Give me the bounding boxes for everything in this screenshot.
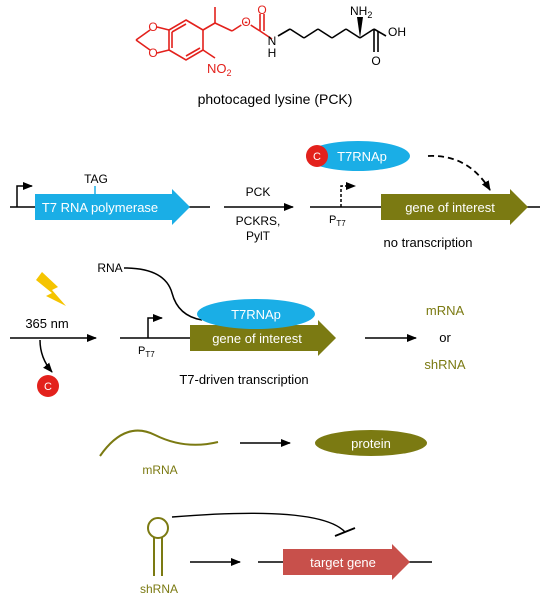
inhibition-line <box>171 512 346 533</box>
carbamate-hydrogen: H <box>268 46 277 60</box>
active-polymerase <box>197 299 315 329</box>
row2-transcription: RNA PT7 gene of interest T7RNAp T7-drive… <box>97 261 466 387</box>
amine-label: NH2 <box>350 4 372 20</box>
blocked-binding-arrow <box>427 155 491 191</box>
row2-uncaging: 365 nm C <box>10 272 97 397</box>
caged-polymerase <box>306 141 410 171</box>
row1-caged-state: T7RNAp C PT7 gene of interest no transcr… <box>306 141 540 250</box>
lysine-chain <box>277 28 387 52</box>
product-shrna: shRNA <box>424 357 466 372</box>
promoter-arrow-inactive <box>340 182 356 207</box>
promoter-arrow-1 <box>16 182 33 207</box>
reagent-pck: PCK <box>246 185 271 199</box>
acid-carbonyl-oxygen: O <box>371 54 380 68</box>
molecule-caption: photocaged lysine (PCK) <box>198 91 353 107</box>
shrna-label: shRNA <box>140 582 178 596</box>
t7-rnap-gene <box>35 189 190 225</box>
caged-polymerase-label: T7RNAp <box>337 149 387 164</box>
gene-of-interest-label-2: gene of interest <box>212 331 302 346</box>
reagent-pckrs: PCKRS, <box>236 214 281 228</box>
target-gene <box>283 544 410 580</box>
nascent-rna-strand <box>123 267 203 321</box>
promoter-label-2: PT7 <box>138 345 155 359</box>
reagent-pylt: PylT <box>246 229 271 243</box>
released-cage-badge <box>37 375 59 397</box>
carbamate-nitrogen: N <box>268 34 277 48</box>
benzylic-bonds <box>214 7 273 40</box>
shrna-loop <box>147 517 169 539</box>
gene-of-interest-label-1: gene of interest <box>405 200 495 215</box>
t7-rnap-gene-label: T7 RNA polymerase <box>42 200 158 215</box>
methylenedioxy-nitrophenyl-group <box>135 19 216 61</box>
no-transcription-label: no transcription <box>384 235 473 250</box>
pck-molecule: O O NO2 O O N H <box>135 3 406 107</box>
photocage-badge <box>306 145 328 167</box>
cage-release-arrow <box>39 339 53 373</box>
ring-oxygen-bottom: O <box>148 46 157 60</box>
mrna-label: mRNA <box>142 463 177 477</box>
protein-shape <box>315 430 427 456</box>
row1-plasmid: T7 RNA polymerase TAG <box>10 172 210 225</box>
row3-translation: mRNA protein <box>99 429 427 477</box>
active-polymerase-label: T7RNAp <box>231 307 281 322</box>
hydroxyl-label: OH <box>388 25 406 39</box>
gene-of-interest-2 <box>190 320 336 356</box>
product-mrna: mRNA <box>426 303 465 318</box>
inhibition-bar <box>334 527 356 537</box>
rna-label: RNA <box>97 261 122 275</box>
ring-oxygen-top: O <box>148 20 157 34</box>
nitro-label: NO2 <box>207 61 232 78</box>
row4-knockdown: shRNA target gene <box>140 512 432 596</box>
tag-codon-label: TAG <box>84 172 108 186</box>
product-or: or <box>439 330 451 345</box>
row1-reaction: PCK PCKRS, PylT <box>224 185 294 243</box>
promoter-arrow-active <box>147 314 163 338</box>
carbonyl-oxygen: O <box>257 3 266 17</box>
photocage-letter: C <box>313 151 321 163</box>
gene-of-interest-1 <box>381 189 528 225</box>
protein-label: protein <box>351 436 391 451</box>
ester-oxygen: O <box>241 15 250 29</box>
wavelength-label: 365 nm <box>25 316 68 331</box>
lightning-bolt-icon <box>36 272 66 306</box>
target-gene-label: target gene <box>310 555 376 570</box>
t7-driven-label: T7-driven transcription <box>179 372 308 387</box>
promoter-label-1: PT7 <box>329 214 346 228</box>
alpha-wedge <box>357 17 363 38</box>
mrna-strand <box>99 429 219 457</box>
released-cage-letter: C <box>44 381 52 393</box>
